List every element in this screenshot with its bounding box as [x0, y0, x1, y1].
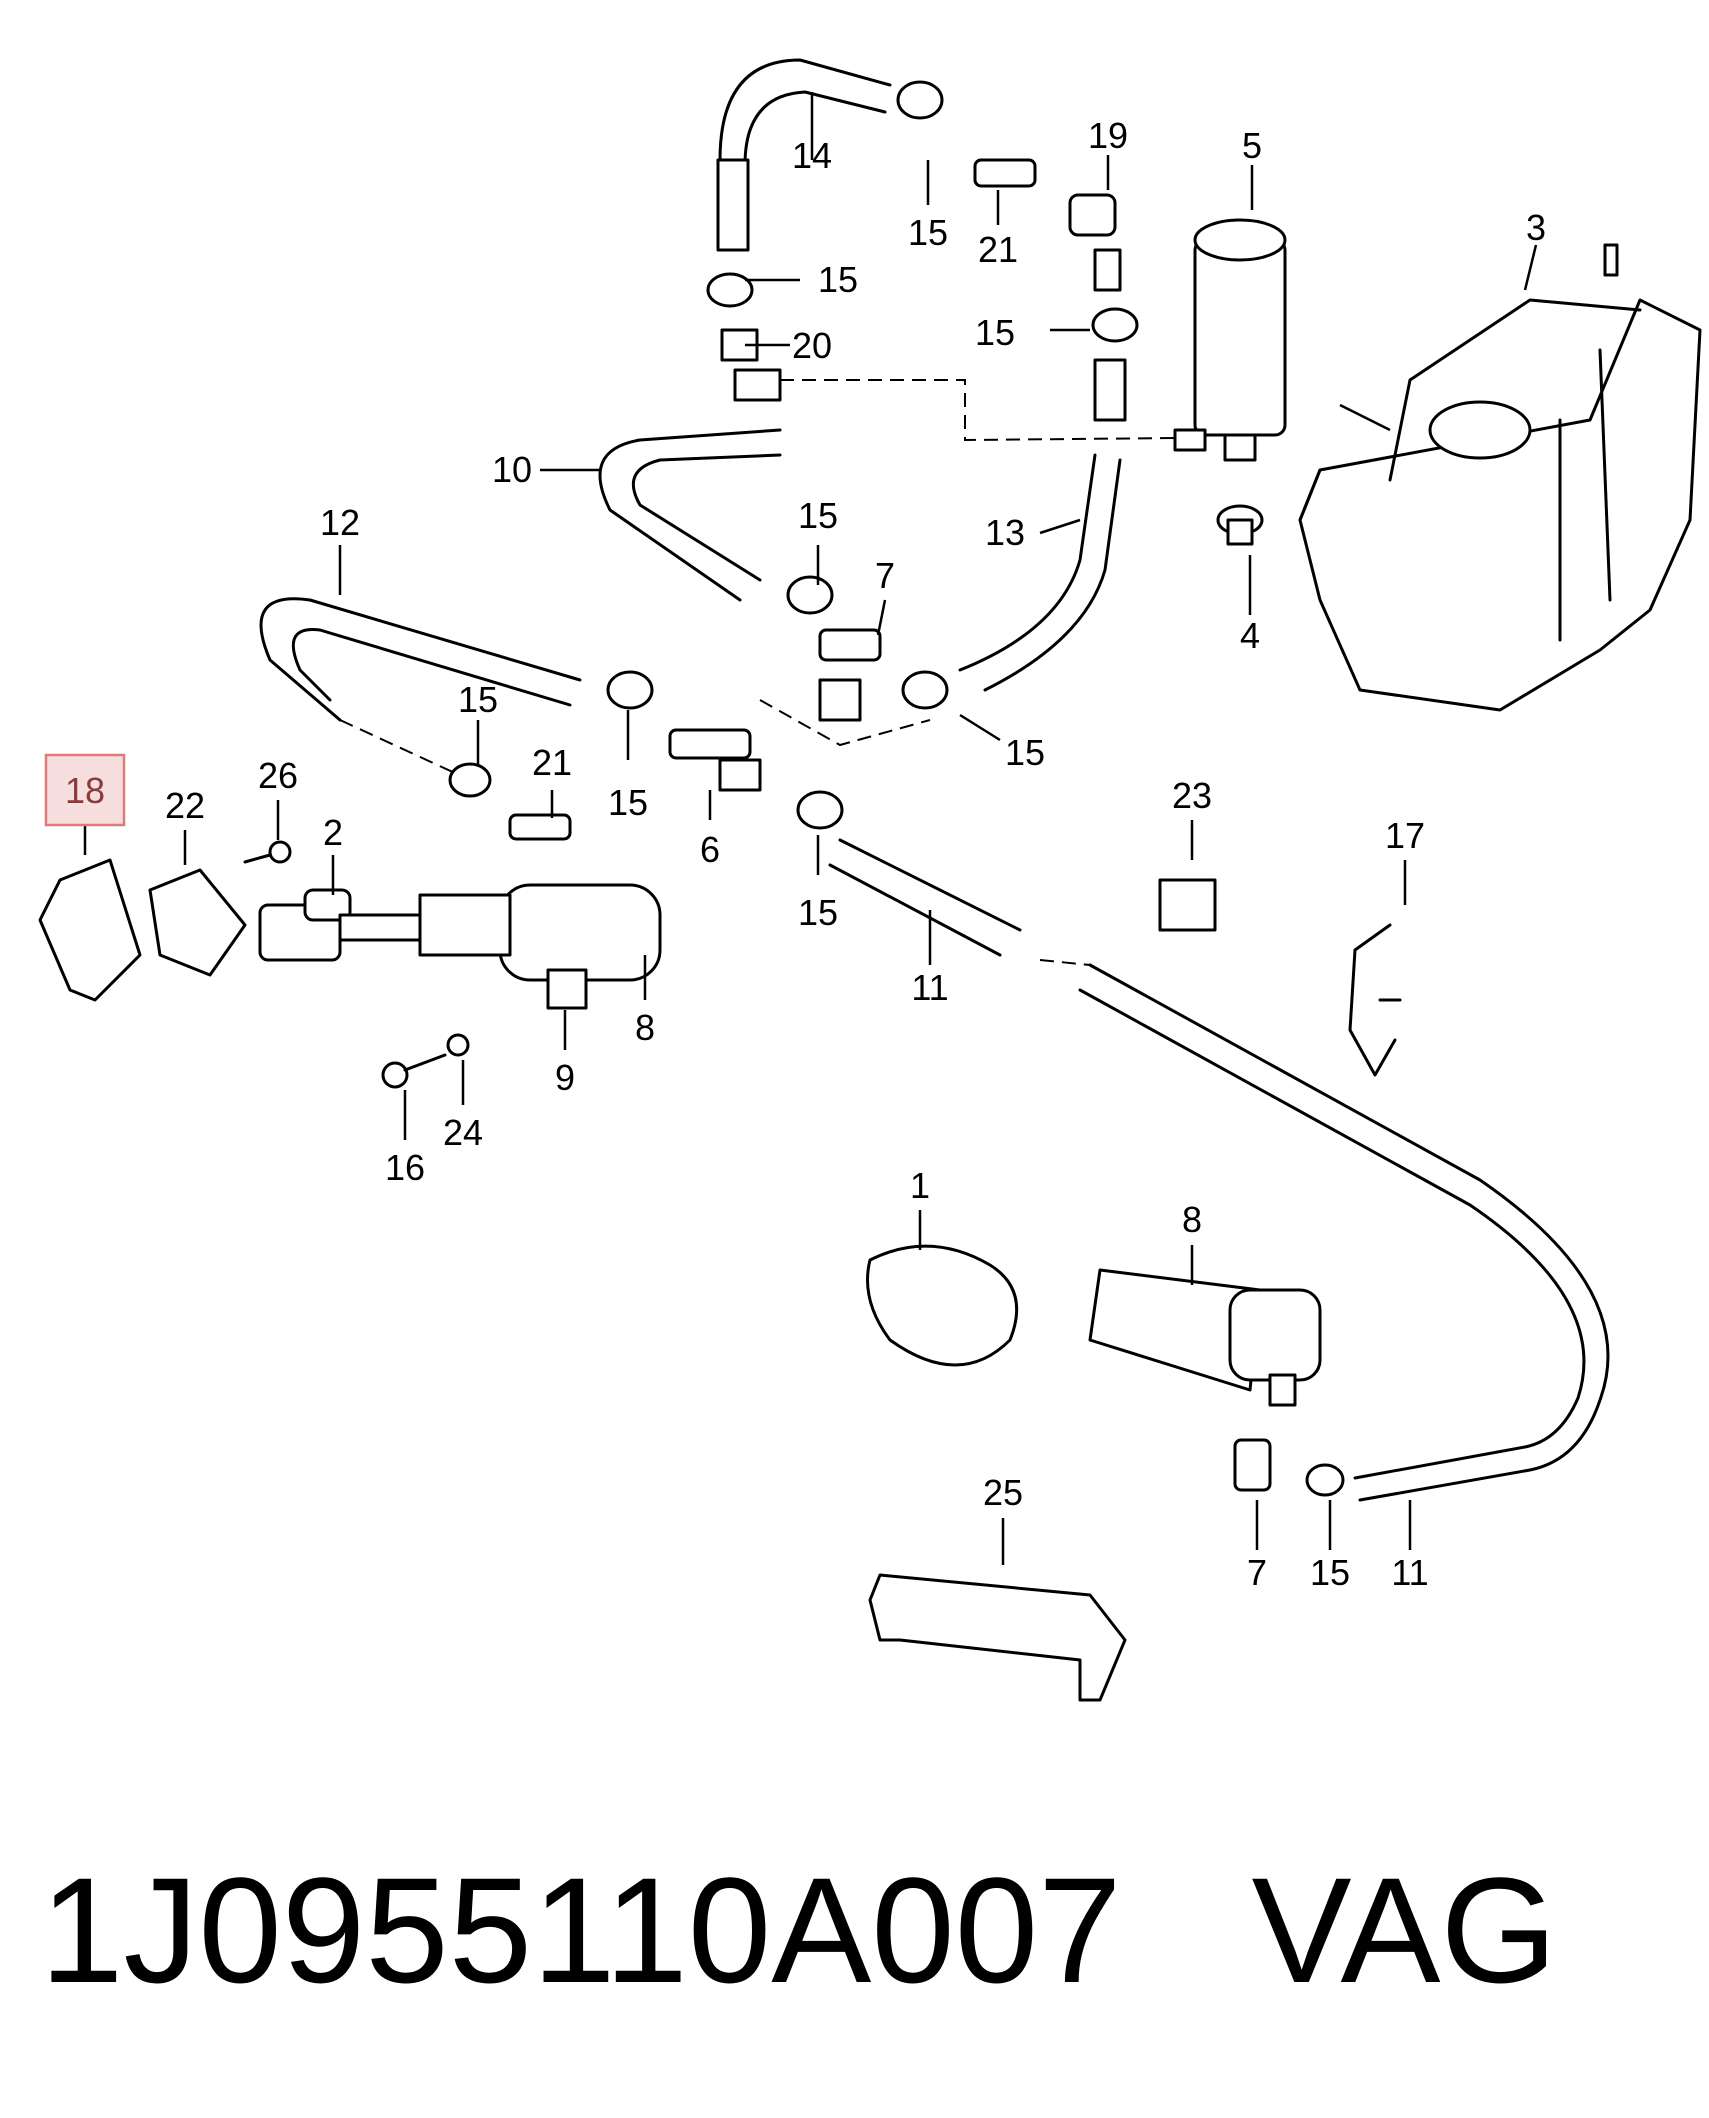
- callout-16: 16: [385, 1147, 425, 1188]
- hose-part-10-inner: [631, 453, 782, 582]
- highlight-box-18: [44, 753, 126, 827]
- hose-part-12: [259, 597, 582, 722]
- cover-part-1: [866, 1244, 1019, 1367]
- brand-name: VAG: [1251, 1846, 1558, 2014]
- callout-21: 21: [978, 229, 1018, 270]
- part-number-footer: 1J0955110A007 VAG: [40, 1840, 1660, 2020]
- callout-11: 11: [911, 967, 948, 1008]
- seal-part-22: [148, 868, 247, 977]
- hose-part-12-inner: [291, 628, 572, 707]
- callout-3: 3: [1526, 207, 1546, 248]
- callout-9: 9: [555, 1057, 575, 1098]
- callout-8: 8: [1182, 1199, 1202, 1240]
- callout-labels: 14 15 21 19 5 3 15 20 15 10 13 4 12 15 7…: [165, 115, 1546, 1593]
- callout-13: 13: [985, 512, 1025, 553]
- callout-14: 14: [792, 135, 832, 176]
- t-piece-part-6: [668, 728, 762, 792]
- callout-15: 15: [975, 312, 1015, 353]
- callout-5: 5: [1242, 125, 1262, 166]
- hose-clamps-part-15: [448, 80, 1345, 1497]
- hose-part-10: [598, 428, 782, 602]
- callout-15: 15: [608, 782, 648, 823]
- hose-part-14: [718, 58, 892, 162]
- callout-22: 22: [165, 785, 205, 826]
- screws-16-24-26: [243, 840, 470, 1089]
- connectors-19-20-21: [508, 158, 1127, 841]
- callout-7: 7: [875, 555, 895, 596]
- callout-23: 23: [1172, 775, 1212, 816]
- callout-10: 10: [492, 449, 532, 490]
- callout-2: 2: [323, 812, 343, 853]
- callout-4: 4: [1240, 615, 1260, 656]
- elbow-part-7: [818, 628, 1272, 1492]
- hose-part-11-inner: [828, 863, 1586, 1480]
- nozzle-part-2: [258, 888, 352, 962]
- clip-part-23: [1158, 878, 1217, 932]
- callout-26: 26: [258, 755, 298, 796]
- grommet-part-4: [1216, 504, 1264, 546]
- washer-pump-part-5: [1173, 218, 1287, 462]
- clip-part-9: [546, 968, 588, 1010]
- hose-part-13: [958, 453, 1097, 672]
- callout-15: 15: [458, 679, 498, 720]
- callout-18: 18: [65, 770, 105, 811]
- callout-11: 11: [1391, 1552, 1428, 1593]
- telescope-cylinder-part-8-upper: [338, 883, 662, 982]
- leader-dash-lines: [339, 379, 1181, 966]
- hose-part-14-outer: [743, 90, 887, 167]
- callout-8: 8: [635, 1007, 655, 1048]
- telescope-cylinder-part-8-lower: [1088, 1268, 1322, 1407]
- callout-25: 25: [983, 1472, 1023, 1513]
- callout-1: 1: [910, 1165, 930, 1206]
- callout-15: 15: [798, 495, 838, 536]
- callout-6: 6: [700, 829, 720, 870]
- part-number: 1J0955110A007: [40, 1846, 1122, 2014]
- callout-19: 19: [1088, 115, 1128, 156]
- hose-part-13-inner: [983, 458, 1122, 692]
- callout-21: 21: [532, 742, 572, 783]
- hose-part-11: [838, 838, 1610, 1502]
- callout-15: 15: [798, 892, 838, 933]
- reservoir-part-3: [1298, 243, 1702, 712]
- cover-cap-part-18: [38, 858, 142, 1002]
- leader-lines: [83, 92, 1538, 1565]
- callout-17: 17: [1385, 815, 1425, 856]
- callout-15: 15: [1005, 732, 1045, 773]
- callout-20: 20: [792, 325, 832, 366]
- callout-15: 15: [818, 259, 858, 300]
- callout-24: 24: [443, 1112, 483, 1153]
- callout-15: 15: [908, 212, 948, 253]
- callout-7: 7: [1247, 1552, 1267, 1593]
- callout-12: 12: [320, 502, 360, 543]
- clip-part-17: [1348, 923, 1402, 1077]
- cover-part-25: [868, 1573, 1127, 1702]
- callout-15: 15: [1310, 1552, 1350, 1593]
